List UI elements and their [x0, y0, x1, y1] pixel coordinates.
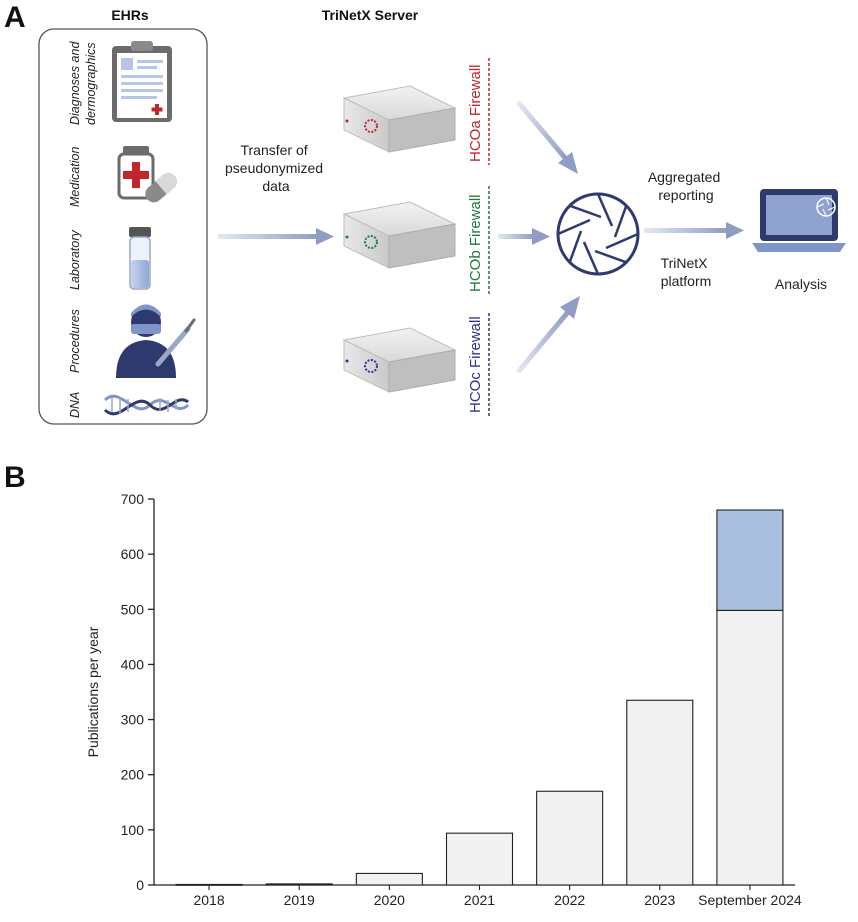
y-ticks: 0 100 200 300 400 500 600 700	[121, 491, 154, 893]
analysis-label: Analysis	[775, 276, 827, 292]
trinetx-server-header: TriNetX Server	[322, 7, 419, 23]
x-tick-label: 2018	[193, 892, 224, 908]
category-diagnoses-line1: Diagnoses and	[68, 41, 82, 125]
y-tick-label: 200	[121, 767, 145, 783]
transfer-label-line3: data	[262, 178, 289, 194]
arrow-hcob-to-hub	[498, 228, 550, 245]
x-tick-label: 2022	[554, 892, 585, 908]
y-tick-label: 0	[136, 877, 144, 893]
category-procedures: Procedures	[68, 309, 82, 373]
y-axis-title: Publications per year	[85, 626, 101, 757]
x-tick-label: 2020	[374, 892, 405, 908]
y-tick-label: 400	[121, 656, 145, 672]
aggregated-label-line1: Aggregated	[648, 169, 720, 185]
y-tick-label: 100	[121, 822, 145, 838]
category-laboratory: Laboratory	[68, 229, 82, 290]
publications-chart: Publications per year 0 100 200 300 400 500 60…	[85, 491, 802, 908]
x-tick-label: 2021	[464, 892, 495, 908]
ehrs-box	[38, 28, 208, 425]
arrow-hub-to-laptop	[644, 222, 744, 239]
x-tick-label: 2023	[644, 892, 675, 908]
laptop-icon	[752, 189, 846, 252]
platform-label-line2: platform	[661, 273, 712, 289]
bar-september-2024-series-2	[716, 509, 784, 611]
x-ticks: 2018 2019 2020 2021 2022 2023 September 2024	[193, 885, 802, 908]
category-dna: DNA	[68, 392, 82, 418]
dna-icon	[103, 394, 190, 416]
transfer-label: Transfer of pseudonymized data	[225, 142, 327, 194]
panel-b: B Publications per year 0 100 200 300 400 500…	[4, 461, 802, 908]
y-tick-label: 300	[121, 712, 145, 728]
firewall-hcoc-label: HCOc Firewall	[467, 316, 484, 413]
category-medication: Medication	[68, 147, 82, 207]
firewall-hcoc: HCOc Firewall	[467, 313, 490, 417]
clipboard-icon	[112, 41, 172, 122]
laboratory-vial-icon	[129, 227, 151, 290]
arrow-hcoa-to-hub	[516, 100, 578, 174]
firewall-hcob-label: HCOb Firewall	[467, 194, 484, 292]
server-hcoc	[342, 327, 457, 393]
trinetx-platform-label: TriNetX platform	[661, 255, 712, 289]
firewall-hcoa: HCOa Firewall	[467, 58, 490, 165]
bar-2020-series-1	[355, 872, 423, 886]
panel-b-letter: B	[4, 461, 26, 494]
bar-2022-series-1	[536, 790, 604, 886]
transfer-arrow	[218, 228, 334, 245]
medication-icon	[117, 146, 177, 203]
transfer-label-line1: Transfer of	[240, 142, 307, 158]
panel-a-letter: A	[4, 1, 26, 34]
trinetx-aperture-icon	[556, 192, 640, 276]
aggregated-reporting-label: Aggregated reporting	[648, 169, 724, 203]
server-hcob	[342, 201, 457, 269]
ehrs-header: EHRs	[111, 7, 149, 23]
x-tick-label: 2019	[284, 892, 315, 908]
y-tick-label: 600	[121, 546, 145, 562]
bar-september-2024-series-1	[716, 609, 784, 886]
aggregated-label-line2: reporting	[658, 187, 713, 203]
bar-2021-series-1	[445, 832, 514, 886]
server-hcoa	[342, 85, 457, 153]
panel-a: A EHRs TriNetX Server Diagnoses and derm…	[4, 1, 846, 425]
platform-label-line1: TriNetX	[661, 255, 709, 271]
firewall-hcob: HCOb Firewall	[467, 186, 490, 296]
x-tick-label: September 2024	[698, 892, 802, 908]
bar-2019-series-1	[265, 883, 333, 886]
procedures-surgeon-icon	[116, 304, 196, 378]
arrow-hcoc-to-hub	[516, 296, 580, 374]
bars	[175, 509, 784, 886]
bar-2023-series-1	[626, 699, 694, 886]
firewall-hcoa-label: HCOa Firewall	[467, 64, 484, 162]
y-tick-label: 700	[121, 491, 145, 507]
category-diagnoses-line2: dermographics	[84, 42, 98, 125]
transfer-label-line2: pseudonymized	[225, 160, 323, 176]
y-tick-label: 500	[121, 601, 145, 617]
